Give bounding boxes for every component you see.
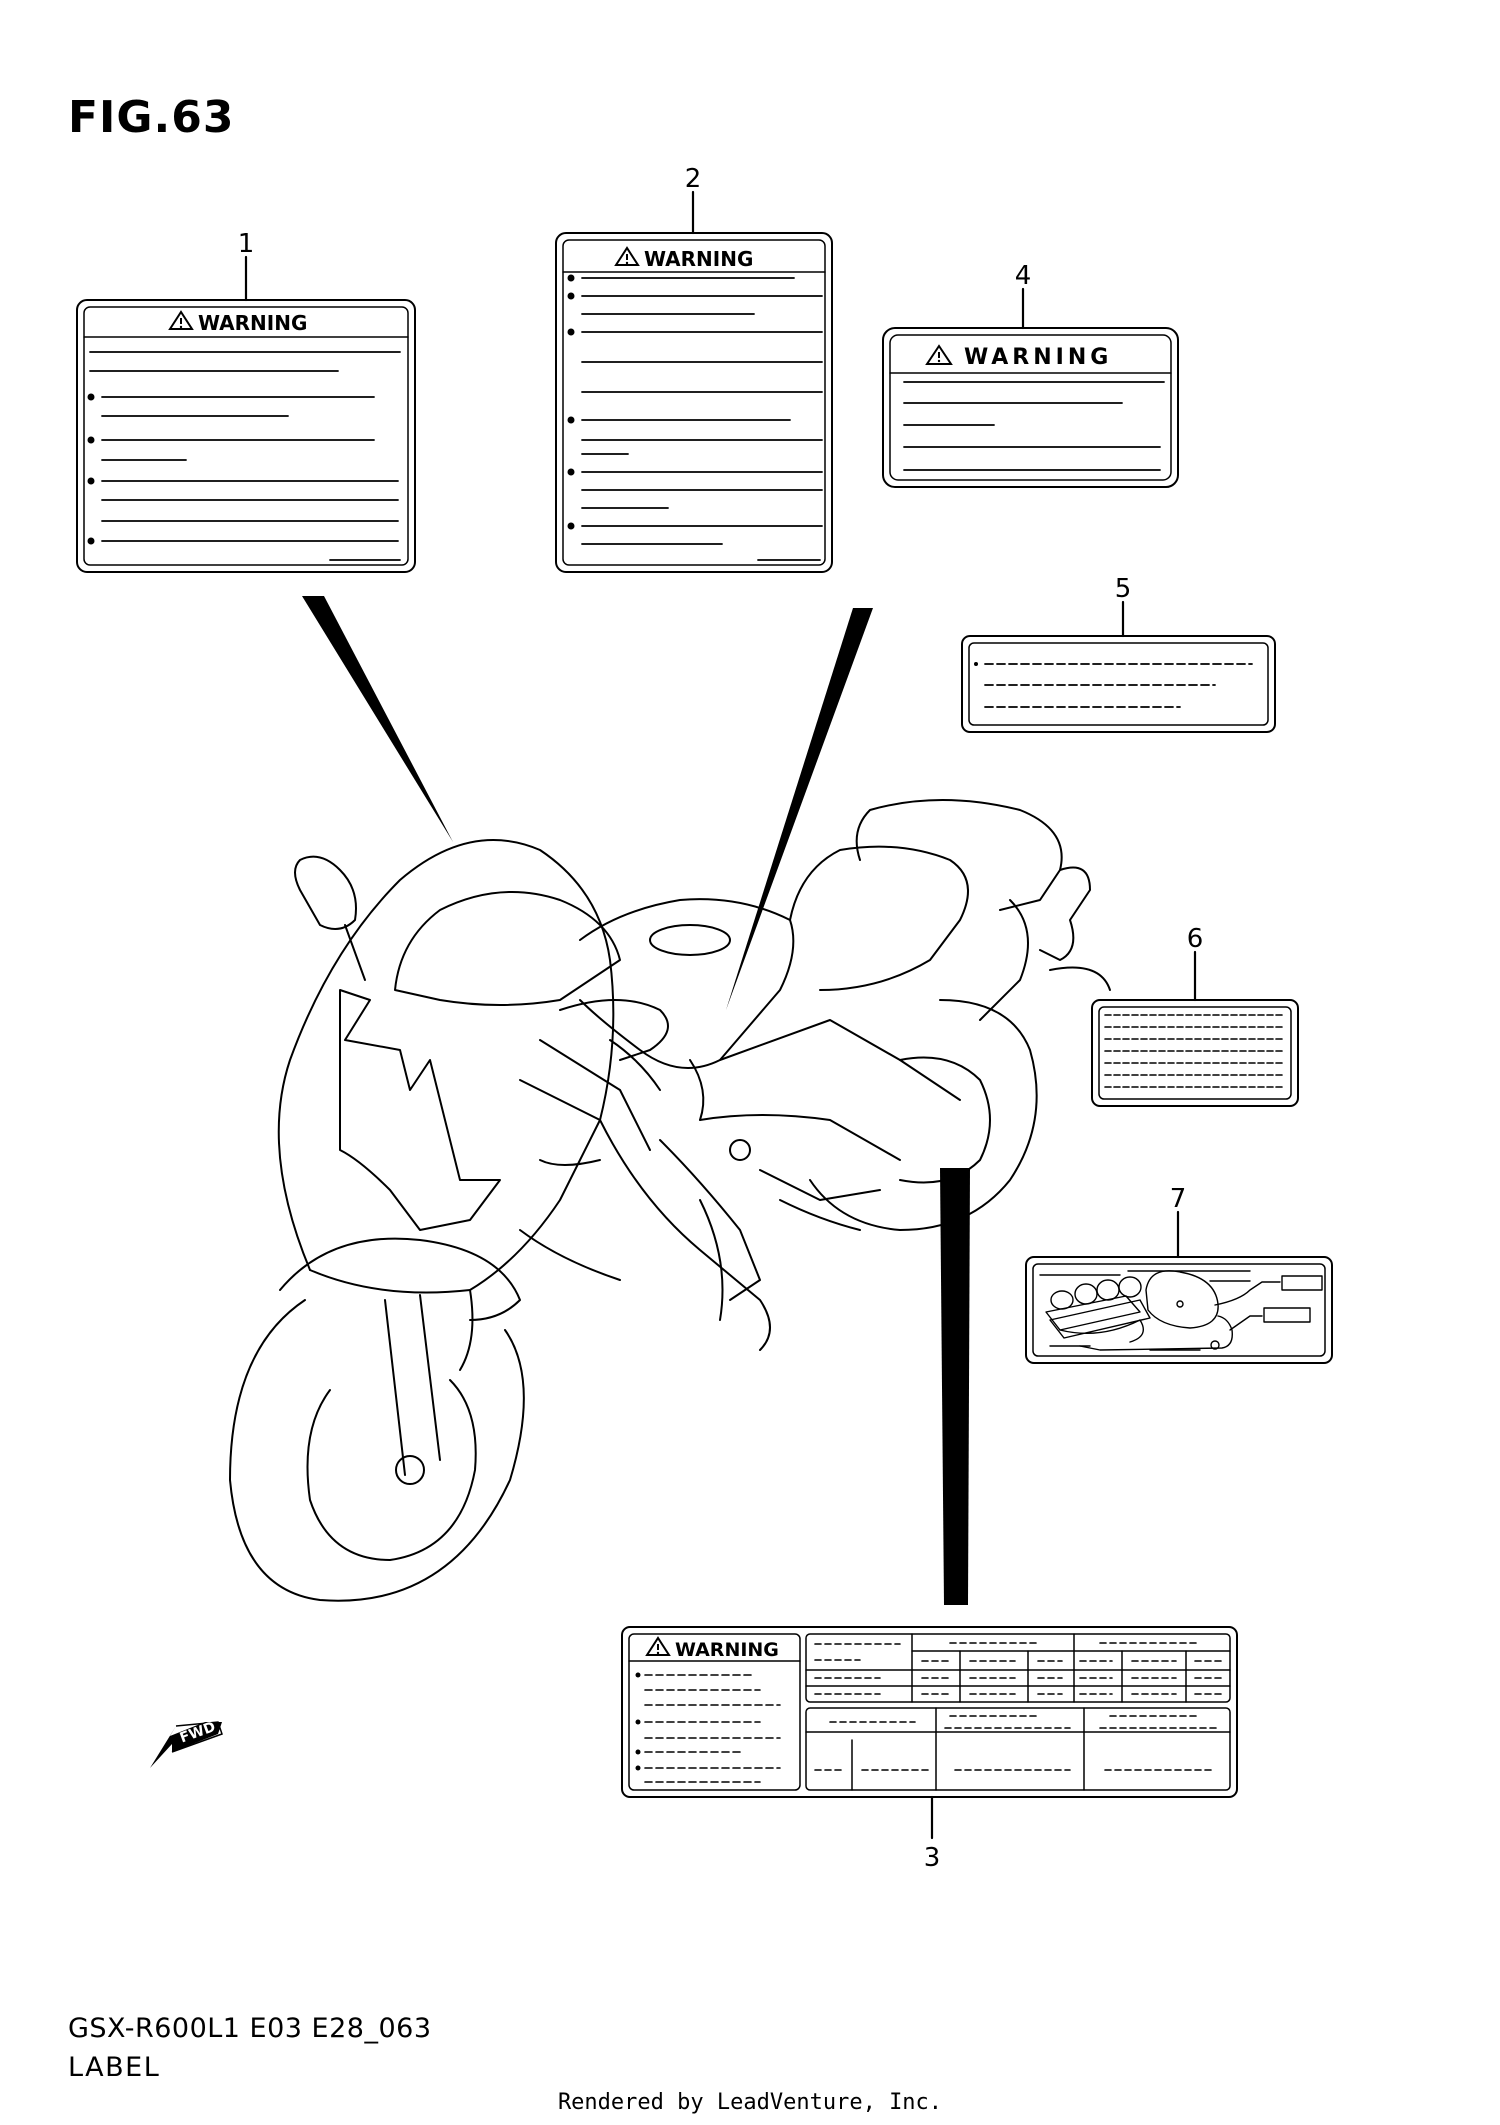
label-2-warning-decal[interactable] (555, 232, 833, 573)
callout-number-3: 3 (924, 1843, 941, 1873)
callout-number-2: 2 (685, 164, 702, 194)
warning-text: WARNING (964, 345, 1112, 370)
fwd-arrow-icon: FWD (150, 1719, 223, 1768)
warning-triangle-icon (645, 1636, 671, 1656)
footer-credit: Rendered by LeadVenture, Inc. (557, 2090, 943, 2115)
warning-header-label-2: WARNING (614, 246, 753, 271)
label-1-warning-decal[interactable] (76, 299, 416, 573)
section-name: LABEL (68, 2052, 161, 2083)
figure-title: FIG.63 (68, 92, 235, 143)
callout-number-7: 7 (1170, 1184, 1187, 1214)
warning-triangle-icon (168, 310, 194, 330)
warning-triangle-icon (614, 246, 640, 266)
callout-number-6: 6 (1187, 924, 1204, 954)
warning-text: WARNING (644, 247, 753, 271)
label-7-hose-routing-decal[interactable] (1025, 1256, 1333, 1364)
label-4-warning-decal[interactable] (882, 327, 1179, 488)
warning-triangle-icon (925, 344, 953, 365)
warning-header-label-1: WARNING (168, 310, 307, 335)
label-5-decal[interactable] (961, 635, 1276, 733)
label-6-decal[interactable] (1091, 999, 1299, 1107)
warning-text: WARNING (198, 311, 307, 335)
callout-number-1: 1 (238, 229, 255, 259)
callout-number-4: 4 (1015, 261, 1032, 291)
label-3-warning-tire-decal[interactable] (621, 1626, 1238, 1798)
warning-header-label-3: WARNING (645, 1636, 779, 1661)
callout-number-5: 5 (1115, 574, 1132, 604)
warning-header-label-4: WARNING (925, 344, 1112, 370)
model-code: GSX-R600L1 E03 E28_063 (68, 2013, 432, 2044)
warning-text: WARNING (675, 1639, 779, 1661)
motorcycle-outline (229, 799, 1111, 1602)
